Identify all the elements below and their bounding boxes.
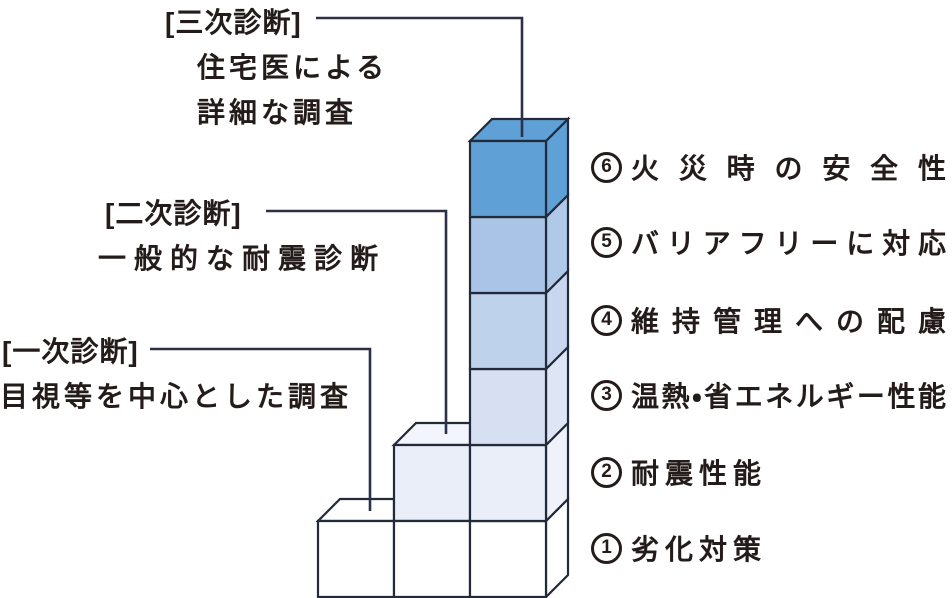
tertiary-diagnosis-title: [三次診断] bbox=[165, 7, 302, 38]
tertiary-diagnosis-label: [三次診断] 住宅医による 詳細な調査 bbox=[165, 0, 388, 135]
cube-a1-top-face bbox=[315, 497, 396, 523]
secondary-leader-line bbox=[266, 209, 448, 434]
cube-a1-front-face bbox=[316, 519, 396, 598]
cube-b2-top-face bbox=[391, 421, 472, 447]
circled-number-1: 1 bbox=[591, 532, 622, 564]
circled-number-3: 3 bbox=[591, 379, 622, 411]
circled-number-5: 5 bbox=[591, 226, 622, 258]
primary-leader-line bbox=[150, 347, 372, 511]
primary-diagnosis-label: [一次診断] 目視等を中心とした調査 bbox=[0, 329, 352, 419]
cube-b1-front-face bbox=[392, 519, 472, 598]
list-item-4: 4 維持管理への配慮 bbox=[591, 300, 946, 340]
list-item-5-label: バリアフリーに対応 bbox=[631, 228, 946, 259]
tertiary-diagnosis-text-line1: 住宅医による bbox=[197, 52, 389, 83]
list-item-2-label: 耐震性能 bbox=[631, 458, 768, 489]
list-item-5: 5 バリアフリーに対応 bbox=[591, 222, 946, 262]
circled-number-4: 4 bbox=[591, 304, 622, 336]
secondary-diagnosis-text: 一般的な耐震診断 bbox=[98, 243, 387, 274]
cube-5-front-face bbox=[468, 215, 548, 295]
primary-diagnosis-title: [一次診断] bbox=[2, 336, 139, 367]
cube-4-front-face bbox=[468, 291, 548, 371]
cube-b2-front-face bbox=[392, 443, 472, 523]
list-item-6-label: 火災時の安全性 bbox=[631, 153, 946, 184]
list-item-3-label: 温熱・省エネルギー性能 bbox=[631, 381, 946, 412]
list-item-4-label: 維持管理への配慮 bbox=[631, 306, 946, 337]
tertiary-diagnosis-text-line2: 詳細な調査 bbox=[197, 97, 358, 128]
circled-number-6: 6 bbox=[591, 151, 622, 183]
tertiary-leader-line bbox=[316, 16, 524, 137]
cube-2-front-face bbox=[468, 443, 548, 523]
secondary-diagnosis-title: [二次診断] bbox=[105, 198, 242, 229]
list-item-3: 3 温熱・省エネルギー性能 bbox=[591, 375, 946, 415]
primary-diagnosis-text: 目視等を中心とした調査 bbox=[0, 381, 353, 412]
list-item-2: 2 耐震性能 bbox=[591, 452, 767, 492]
list-item-6: 6 火災時の安全性 bbox=[591, 147, 946, 187]
cube-3-front-face bbox=[468, 367, 548, 447]
list-item-1: 1 劣化対策 bbox=[591, 528, 767, 568]
cube-1-front-face bbox=[468, 519, 548, 598]
secondary-diagnosis-label: [二次診断] 一般的な耐震診断 bbox=[98, 191, 386, 281]
cube-6-front-face bbox=[468, 139, 548, 219]
list-item-1-label: 劣化対策 bbox=[631, 534, 768, 565]
circled-number-2: 2 bbox=[591, 456, 622, 488]
